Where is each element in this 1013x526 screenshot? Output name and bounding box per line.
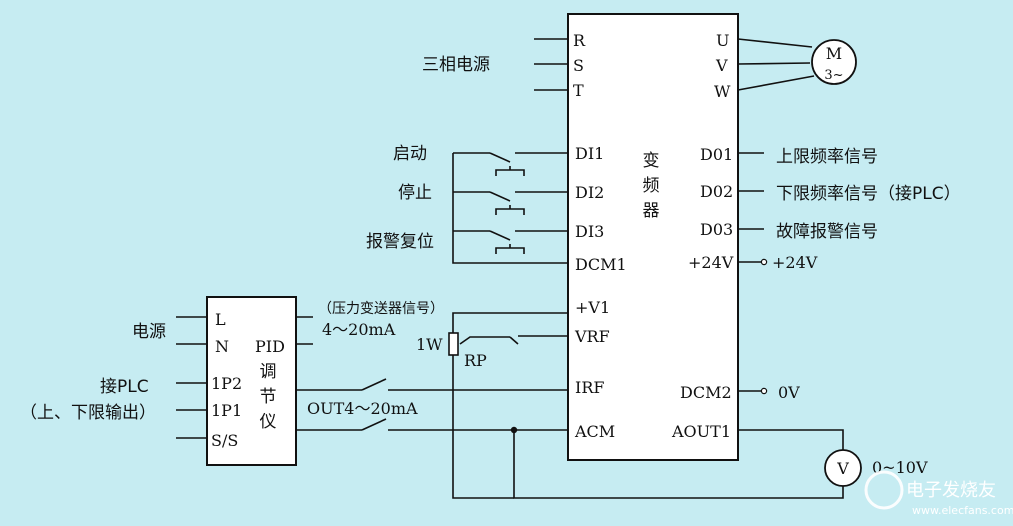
label-out-24v: +24V	[772, 253, 818, 272]
motor-phase: 3~	[824, 68, 843, 83]
pin-u: U	[716, 31, 729, 50]
wire-v	[737, 62, 811, 65]
pin-v1: +V1	[575, 298, 610, 317]
wire-dcm1-common	[452, 153, 568, 264]
pid-pin-n: N	[215, 337, 229, 356]
vfd-name-2: 频	[643, 176, 660, 196]
pid-title-2: 调	[260, 362, 277, 382]
wire-v1	[452, 312, 568, 333]
label-upper-freq: 上限频率信号	[776, 147, 878, 167]
wire-aout1	[738, 429, 844, 450]
pin-di1: DI1	[575, 144, 604, 163]
label-three-phase: 三相电源	[422, 55, 490, 75]
pid-pin-ss: S/S	[211, 431, 238, 450]
pid-title-pid: PID	[255, 337, 285, 356]
label-stop: 停止	[398, 183, 432, 203]
label-pressure: （压力变送器信号）	[318, 301, 444, 317]
pid-pin-1p1: 1P1	[211, 401, 242, 420]
switch-acm	[296, 418, 568, 431]
wire-u	[737, 38, 813, 48]
pid-title-3: 节	[260, 387, 277, 407]
vfd-box	[567, 13, 739, 461]
pid-box	[206, 296, 297, 466]
pin-irf: IRF	[575, 378, 604, 397]
pin-w: W	[714, 82, 731, 101]
pin-r: R	[573, 31, 586, 50]
pin-vrf: VRF	[574, 327, 610, 346]
label-lower-freq: 下限频率信号（接PLC）	[776, 184, 961, 204]
voltmeter-range: 0~10V	[872, 458, 928, 477]
switch-irf	[296, 378, 568, 391]
pin-d03: D03	[700, 220, 733, 239]
label-alarm-reset: 报警复位	[366, 232, 434, 252]
pid-pin-1p2: 1P2	[211, 374, 242, 393]
watermark-text: 电子发烧友	[906, 480, 996, 501]
label-rp: RP	[464, 351, 487, 370]
pin-s: S	[573, 56, 584, 75]
label-1w: 1W	[416, 335, 443, 354]
pin-di2: DI2	[575, 183, 604, 202]
label-range-4-20: 4～20mA	[322, 320, 396, 339]
pin-di3: DI3	[575, 222, 604, 241]
pid-title-4: 仪	[260, 412, 277, 432]
switch-di1	[453, 152, 568, 176]
pin-aout1: AOUT1	[671, 422, 731, 441]
switch-di2	[453, 191, 568, 215]
label-out-0v: 0V	[778, 383, 800, 402]
terminal-24v	[760, 258, 768, 266]
pid-pin-l: L	[215, 310, 226, 329]
pin-dcm1: DCM1	[575, 255, 627, 274]
potentiometer-rp	[448, 332, 459, 356]
label-start: 启动	[393, 144, 427, 164]
vfd-name-3: 器	[643, 201, 660, 221]
label-out4-20: OUT4～20mA	[307, 399, 418, 418]
watermark-url: www.elecfans.com	[912, 504, 1013, 517]
pin-dcm2: DCM2	[680, 383, 732, 402]
wire-vrf	[459, 335, 568, 345]
label-to-plc: 接PLC	[100, 377, 149, 397]
voltmeter-symbol	[824, 449, 862, 487]
pin-d02: D02	[700, 182, 733, 201]
switch-di3	[453, 230, 568, 254]
label-power: 电源	[132, 322, 166, 342]
pin-24v: +24V	[688, 253, 734, 272]
motor-symbol	[811, 39, 857, 85]
label-fault-alarm: 故障报警信号	[776, 222, 878, 242]
pin-v: V	[715, 56, 728, 75]
voltmeter-label: V	[836, 459, 849, 478]
pin-d01: D01	[700, 145, 733, 164]
pin-t: T	[573, 81, 584, 100]
label-limits-out: （上、下限输出）	[20, 403, 156, 423]
watermark: 电子发烧友 www.elecfans.com	[864, 470, 1013, 517]
motor-label: M	[826, 44, 842, 63]
wire-rp-return	[452, 355, 514, 499]
junction-acm	[510, 426, 518, 434]
vfd-name-1: 变	[643, 151, 660, 171]
terminal-0v	[760, 387, 768, 395]
wire-voltmeter-return	[513, 430, 844, 499]
pin-acm: ACM	[574, 422, 615, 441]
wire-w	[737, 75, 815, 91]
